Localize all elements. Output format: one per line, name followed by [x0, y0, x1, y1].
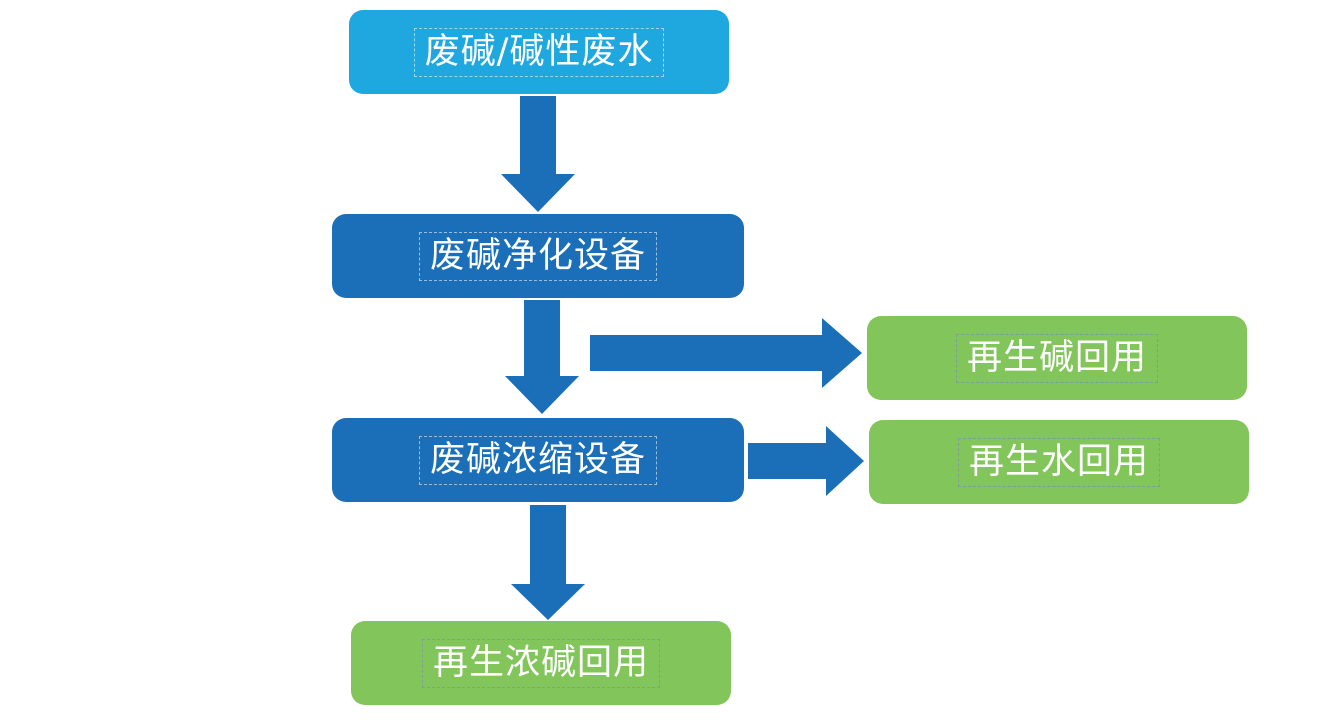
node-waste-alkali-input: 废碱/碱性废水	[349, 10, 729, 94]
arrow-purify-to-concentrate	[505, 300, 579, 414]
node-purification-equipment: 废碱净化设备	[332, 214, 744, 298]
node-regenerated-concentrated-alkali-reuse: 再生浓碱回用	[351, 621, 731, 705]
node-label: 再生浓碱回用	[421, 638, 660, 688]
arrow-concentrate-to-regen-concentrated	[511, 505, 585, 620]
node-label: 废碱净化设备	[418, 231, 657, 281]
node-regenerated-water-reuse: 再生水回用	[869, 420, 1249, 504]
node-concentration-equipment: 废碱浓缩设备	[332, 418, 744, 502]
arrow-purify-to-regen-alkali	[590, 318, 862, 388]
node-regenerated-alkali-reuse: 再生碱回用	[867, 316, 1247, 400]
arrow-input-to-purify	[501, 96, 575, 212]
node-label: 废碱/碱性废水	[413, 27, 665, 77]
node-label: 废碱浓缩设备	[418, 435, 657, 485]
node-label: 再生水回用	[957, 437, 1160, 487]
node-label: 再生碱回用	[955, 333, 1158, 383]
arrow-concentrate-to-regen-water	[748, 426, 864, 496]
